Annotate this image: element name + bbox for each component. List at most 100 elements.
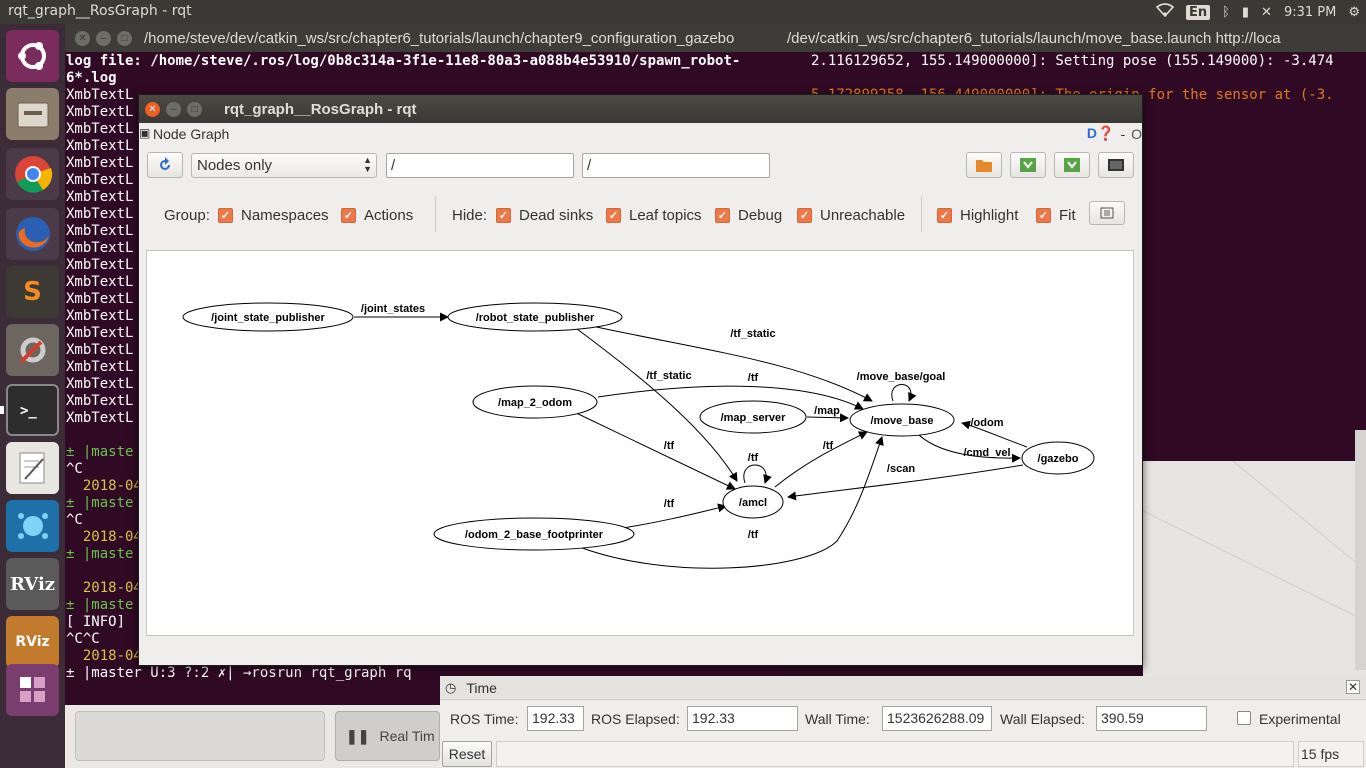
rviz-tab-right[interactable]: ❚❚ Real Tim: [335, 711, 440, 761]
save-svg-button[interactable]: [1054, 152, 1090, 178]
node-joint-state-publisher[interactable]: /joint_state_publisher: [211, 312, 325, 324]
wifi-icon[interactable]: [1155, 3, 1175, 21]
wall-elapsed-label: Wall Elapsed:: [1000, 711, 1086, 727]
terminal-line: 2018-04: [66, 478, 142, 494]
minimize-plugin-button[interactable]: -: [1120, 125, 1126, 142]
filter-include-input[interactable]: /: [386, 153, 574, 178]
pause-icon[interactable]: ❚❚: [346, 727, 370, 744]
text-editor-icon[interactable]: [6, 442, 59, 494]
node-map-server[interactable]: /map_server: [721, 412, 787, 424]
hide-leaf-topics-checkbox[interactable]: ✓Leaf topics: [606, 204, 702, 226]
clock[interactable]: 9:31 PM: [1283, 4, 1337, 20]
filter-exclude-input[interactable]: /: [582, 153, 770, 178]
maximize-icon[interactable]: □: [117, 30, 132, 46]
terminal-line: XmbTextL: [66, 223, 134, 239]
rqt-window[interactable]: ✕ – □ rqt_graph__RosGraph - rqt ▣ Node G…: [138, 94, 1143, 666]
terminal-line: ^C^C: [66, 631, 100, 647]
gear-icon[interactable]: ⚙: [1348, 4, 1360, 20]
terminal-line: 6*.log: [66, 70, 117, 86]
node-map-2-odom[interactable]: /map_2_odom: [498, 397, 572, 409]
terminal-line: 2018-04: [66, 580, 142, 596]
close-icon[interactable]: ✕: [1346, 680, 1360, 694]
node-ellipse: [1021, 441, 1095, 475]
hide-label: Hide:: [452, 206, 488, 224]
edge-label-map: /map: [814, 405, 840, 417]
node-odom-2-base-footprinter[interactable]: /odom_2_base_footprinter: [465, 529, 604, 541]
terminal-line: XmbTextL: [66, 274, 134, 290]
hide-dead-sinks-checkbox[interactable]: ✓Dead sinks: [496, 204, 593, 226]
load-dot-button[interactable]: [966, 152, 1002, 178]
terminal-titlebar-right[interactable]: /dev/catkin_ws/src/chapter6_tutorials/la…: [787, 24, 1366, 52]
check-icon: ✓: [496, 207, 511, 223]
battery-icon[interactable]: ▮: [1241, 4, 1250, 20]
group-actions-checkbox[interactable]: ✓Actions: [341, 204, 413, 226]
terminal-line: log file: /home/steve/.ros/log/0b8c314a-…: [66, 53, 741, 69]
firefox-icon[interactable]: [6, 208, 59, 260]
highlight-checkbox[interactable]: ✓Highlight: [937, 204, 1018, 226]
terminal-line: [811, 70, 1366, 87]
workspace-icon[interactable]: [6, 664, 59, 716]
terminal-line: XmbTextL: [66, 189, 134, 205]
node-robot-state-publisher[interactable]: /robot_state_publisher: [476, 312, 595, 324]
refresh-button[interactable]: [147, 152, 183, 178]
plugin-header: ▣ Node Graph D❓ - O: [139, 123, 1142, 145]
node-gazebo[interactable]: /gazebo: [1038, 453, 1079, 465]
sublime-icon[interactable]: S: [6, 266, 59, 318]
group-namespaces-checkbox[interactable]: ✓Namespaces: [218, 204, 329, 226]
rviz-icon[interactable]: RViz: [6, 558, 59, 610]
gazebo-icon[interactable]: [6, 500, 59, 552]
display-mode-select[interactable]: Nodes only ▲▼: [191, 153, 377, 178]
terminal-line: XmbTextL: [66, 240, 134, 256]
graph-canvas[interactable]: /joint_state_publisher /robot_state_publ…: [146, 250, 1134, 636]
settings-icon[interactable]: [6, 324, 59, 376]
help-icon[interactable]: D❓: [1086, 125, 1115, 141]
launcher: S >_ RViz RViz: [0, 24, 65, 768]
wall-elapsed-field[interactable]: 390.59: [1096, 706, 1207, 731]
ros-elapsed-field[interactable]: 192.33: [687, 706, 798, 731]
hide-debug-checkbox[interactable]: ✓Debug: [715, 204, 782, 226]
ubuntu-logo-icon[interactable]: [6, 30, 59, 82]
node-move-base[interactable]: /move_base: [871, 415, 934, 427]
system-tray: En ᛒ ▮ ✕ 9:31 PM ⚙: [1150, 0, 1366, 24]
save-image-button[interactable]: [1098, 152, 1134, 178]
save-dot-button[interactable]: [1010, 152, 1046, 178]
rqt-titlebar[interactable]: ✕ – □ rqt_graph__RosGraph - rqt: [139, 95, 1142, 123]
save-icon: [1020, 158, 1036, 172]
maximize-icon[interactable]: □: [187, 101, 202, 117]
minimize-icon[interactable]: –: [166, 101, 181, 117]
terminal-line: XmbTextL: [66, 155, 134, 171]
wall-time-field[interactable]: 1523626288.09: [882, 706, 992, 731]
close-icon[interactable]: ✕: [75, 30, 90, 46]
edge-label-tf-o2b-amcl: /tf: [664, 498, 675, 510]
close-icon[interactable]: ✕: [145, 101, 160, 117]
fit-checkbox[interactable]: ✓Fit: [1036, 204, 1076, 226]
node-ellipse: [182, 302, 354, 332]
edge-label-tf-m2o-amcl: /tf: [664, 440, 675, 452]
rviz-tab-left[interactable]: [75, 711, 325, 761]
check-icon: ✓: [937, 207, 952, 223]
keyboard-layout-indicator[interactable]: En: [1185, 4, 1211, 20]
rviz-alt-icon[interactable]: RViz: [6, 616, 59, 668]
edge-tf-static-rsp-mb: [586, 324, 873, 402]
rviz-scrollbar[interactable]: [1355, 430, 1366, 670]
bluetooth-icon[interactable]: ᛒ: [1222, 4, 1230, 20]
close-plugin-button[interactable]: O: [1131, 125, 1142, 142]
edge-tf-o2b-mb: [576, 436, 884, 569]
fit-in-view-button[interactable]: [1089, 201, 1125, 225]
terminal-line: ^C: [66, 461, 83, 477]
minimize-icon[interactable]: –: [96, 30, 111, 46]
hide-unreachable-checkbox[interactable]: ✓Unreachable: [797, 204, 905, 226]
files-icon[interactable]: [6, 88, 59, 140]
reset-button[interactable]: Reset: [442, 741, 492, 767]
node-amcl[interactable]: /amcl: [739, 497, 767, 509]
rviz-panel-bottom: ❚❚ Real Tim: [65, 705, 440, 768]
terminal-icon[interactable]: >_: [6, 384, 59, 436]
experimental-checkbox[interactable]: [1237, 711, 1251, 725]
clock-icon: ◷: [445, 679, 457, 695]
rviz-3d-view[interactable]: [1142, 460, 1366, 676]
chrome-icon[interactable]: [6, 148, 59, 200]
terminal-titlebar[interactable]: ✕ – □ /home/steve/dev/catkin_ws/src/chap…: [65, 24, 787, 52]
experimental-label: Experimental: [1259, 711, 1341, 727]
volume-muted-icon[interactable]: ✕: [1261, 4, 1272, 20]
ros-time-field[interactable]: 192.33: [527, 706, 584, 731]
